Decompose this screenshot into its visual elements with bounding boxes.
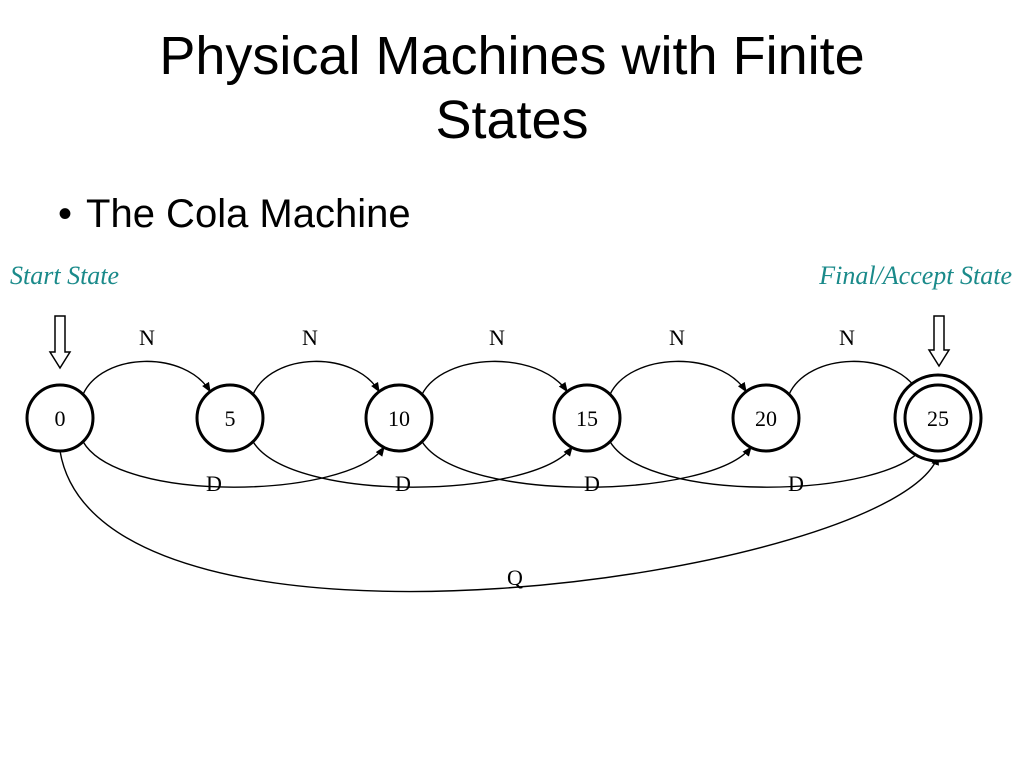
- state-node-20: 20: [731, 383, 801, 453]
- state-node-15: 15: [552, 383, 622, 453]
- transition-label-5-15: D: [395, 471, 411, 496]
- state-node-25: 25: [893, 373, 983, 463]
- state-label-25: 25: [927, 406, 949, 431]
- state-label-15: 15: [576, 406, 598, 431]
- transition-edge-10-15: [421, 360, 568, 395]
- states-layer: 0 5 10 15 20 25: [25, 373, 983, 463]
- bullet-text: The Cola Machine: [86, 192, 411, 236]
- state-label-10: 10: [388, 406, 410, 431]
- transition-label-10-15: N: [489, 325, 505, 350]
- state-circle: [552, 383, 622, 453]
- state-label-20: 20: [755, 406, 777, 431]
- transition-label-5-10: N: [302, 325, 318, 350]
- state-node-5: 5: [195, 383, 265, 453]
- transition-label-0-10: D: [206, 471, 222, 496]
- state-circle: [364, 383, 434, 453]
- state-circle: [195, 383, 265, 453]
- transitions-layer: [59, 360, 939, 593]
- transition-label-20-25: N: [839, 325, 855, 350]
- state-circle: [731, 383, 801, 453]
- state-circle: [25, 383, 95, 453]
- transition-label-0-5: N: [139, 325, 155, 350]
- transition-label-0-25: Q: [507, 565, 523, 590]
- final-state-label: Final/Accept State: [818, 261, 1012, 290]
- slide-title-line-1: Physical Machines with Finite: [159, 26, 865, 86]
- transition-edge-10-20: [421, 441, 752, 488]
- transition-edge-0-25: [59, 450, 939, 593]
- bullet-item: • The Cola Machine: [58, 188, 411, 240]
- transition-edge-15-20: [609, 360, 747, 395]
- start-state-label: Start State: [10, 261, 119, 290]
- state-label-0: 0: [55, 406, 66, 431]
- transition-edge-20-25: [788, 360, 919, 395]
- transition-edge-5-10: [252, 360, 380, 395]
- slide-title: Physical Machines with Finite States: [0, 24, 1024, 152]
- transition-labels-layer: N N N N N D D D D Q: [139, 325, 855, 590]
- transition-label-10-20: D: [584, 471, 600, 496]
- state-node-0: 0: [25, 383, 95, 453]
- transition-edge-5-15: [252, 441, 573, 488]
- start-arrow-icon: [48, 315, 72, 370]
- transition-label-15-25: D: [788, 471, 804, 496]
- state-label-5: 5: [225, 406, 236, 431]
- bullet-dot-icon: •: [58, 192, 73, 236]
- state-node-10: 10: [364, 383, 434, 453]
- state-circle: [903, 383, 973, 453]
- transition-label-15-20: N: [669, 325, 685, 350]
- final-arrow-icon: [927, 315, 951, 368]
- transition-edge-0-5: [82, 360, 211, 395]
- transition-edge-15-25: [609, 441, 924, 488]
- slide-title-line-2: States: [435, 90, 589, 150]
- transition-edge-0-10: [82, 441, 385, 488]
